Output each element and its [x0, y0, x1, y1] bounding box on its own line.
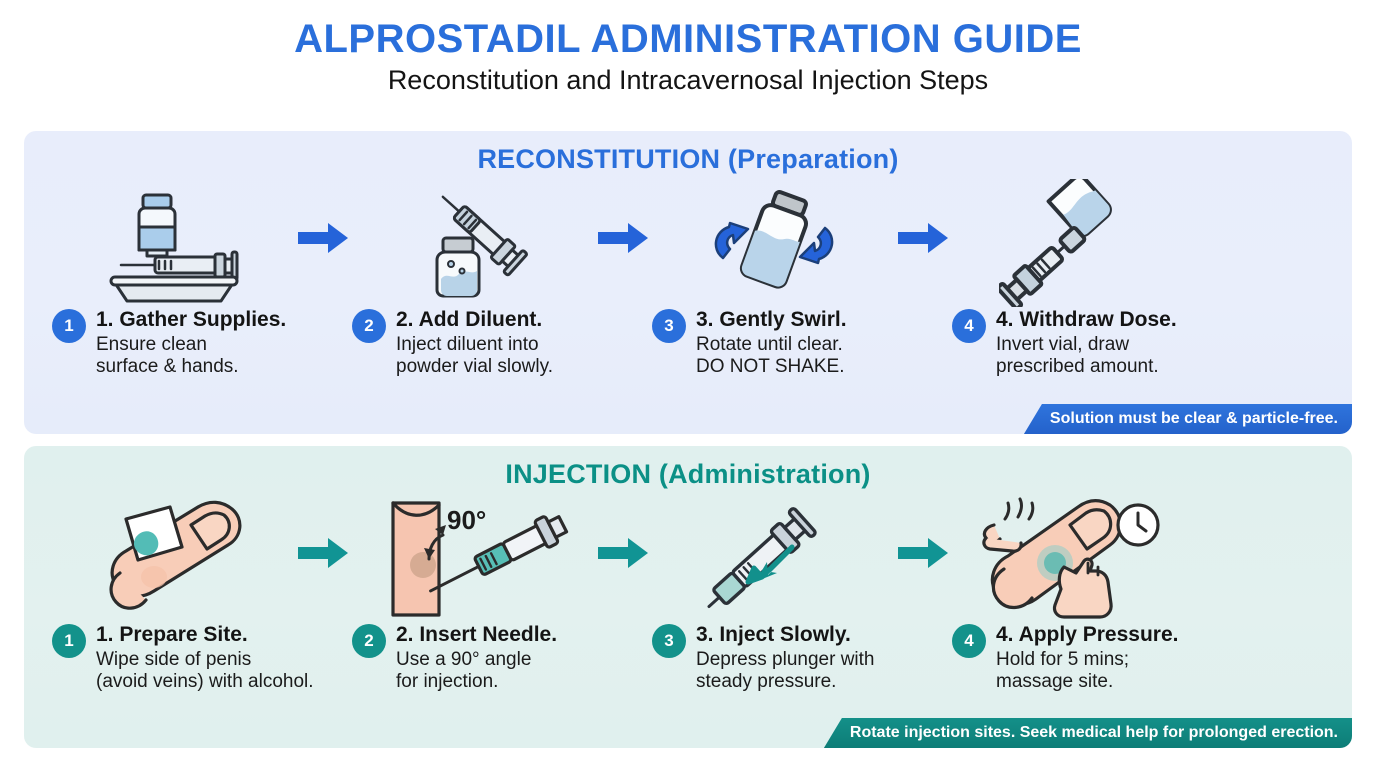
step-body: 1 1. Prepare Site. Wipe side of penis (a…	[24, 622, 324, 694]
syringe-depress-plunger-icon	[707, 507, 817, 609]
step-illustration	[624, 494, 924, 622]
arrow-right-icon	[296, 536, 350, 570]
steps-row-reconstitution: 1 1. Gather Supplies. Ensure clean surfa…	[24, 179, 1352, 379]
step-description: Ensure clean surface & hands.	[96, 333, 239, 378]
step-heading: 4. Withdraw Dose.	[996, 308, 1177, 331]
step-illustration: 90°	[324, 494, 624, 622]
step-illustration	[624, 179, 924, 307]
step-heading: 3. Inject Slowly.	[696, 623, 851, 646]
step-number-badge: 2	[352, 309, 386, 343]
needle-angle-icon: 90°	[391, 501, 569, 617]
step-number-badge: 4	[952, 309, 986, 343]
step-text: 4. Apply Pressure. Hold for 5 mins; mass…	[996, 622, 1178, 694]
step-number-badge: 1	[52, 624, 86, 658]
arrow-right-icon	[596, 536, 650, 570]
vial-syringe-tray-icon	[109, 193, 239, 303]
step-description: Hold for 5 mins; massage site.	[996, 648, 1130, 693]
panel-injection: INJECTION (Administration) 1	[24, 446, 1352, 748]
step-number-badge: 1	[52, 309, 86, 343]
step-number-badge: 3	[652, 309, 686, 343]
note-banner-injection: Rotate injection sites. Seek medical hel…	[823, 718, 1352, 748]
hand-pressure-clock-icon	[981, 497, 1160, 619]
step-heading: 4. Apply Pressure.	[996, 623, 1179, 646]
panel-reconstitution: RECONSTITUTION (Preparation)	[24, 131, 1352, 434]
step-description: Wipe side of penis (avoid veins) with al…	[96, 648, 314, 693]
page-title: ALPROSTADIL ADMINISTRATION GUIDE	[294, 17, 1082, 61]
step-illustration	[924, 494, 1224, 622]
step-number-badge: 3	[652, 624, 686, 658]
alcohol-wipe-site-icon	[109, 500, 242, 610]
syringe-into-vial-icon	[435, 195, 528, 298]
step-card: 4 4. Apply Pressure. Hold for 5 mins; ma…	[924, 494, 1224, 694]
page-header: ALPROSTADIL ADMINISTRATION GUIDE Reconst…	[0, 0, 1376, 96]
step-illustration	[24, 494, 324, 622]
note-banner-reconstitution: Solution must be clear & particle-free.	[1023, 404, 1352, 434]
step-card: 4 4. Withdraw Dose. Invert vial, draw pr…	[924, 179, 1224, 379]
step-heading: 2. Insert Needle.	[396, 623, 558, 646]
step-heading: 3. Gently Swirl.	[696, 308, 847, 331]
step-number-badge: 2	[352, 624, 386, 658]
step-text: 1. Gather Supplies. Ensure clean surface…	[96, 307, 286, 379]
step-number-badge: 4	[952, 624, 986, 658]
steps-row-injection: 1 1. Prepare Site. Wipe side of penis (a…	[24, 494, 1352, 694]
inverted-vial-withdraw-icon	[999, 179, 1112, 307]
step-illustration	[924, 179, 1224, 307]
step-body: 1 1. Gather Supplies. Ensure clean surfa…	[24, 307, 324, 379]
step-text: 2. Add Diluent. Inject diluent into powd…	[396, 307, 553, 379]
vial-rotate-arrows-icon	[714, 190, 834, 289]
step-card: 3 3. Gently Swirl. Rotate until clear. D…	[624, 179, 948, 379]
step-text: 1. Prepare Site. Wipe side of penis (avo…	[96, 622, 314, 694]
step-body: 3 3. Inject Slowly. Depress plunger with…	[624, 622, 924, 694]
step-card: 1 1. Prepare Site. Wipe side of penis (a…	[24, 494, 348, 694]
step-description: Rotate until clear. DO NOT SHAKE.	[696, 333, 845, 378]
step-heading: 1. Prepare Site.	[96, 623, 248, 646]
arrow-right-icon	[896, 221, 950, 255]
step-body: 2 2. Add Diluent. Inject diluent into po…	[324, 307, 624, 379]
arrow-right-icon	[896, 536, 950, 570]
step-text: 3. Inject Slowly. Depress plunger with s…	[696, 622, 874, 694]
step-text: 4. Withdraw Dose. Invert vial, draw pres…	[996, 307, 1177, 379]
panel-title-reconstitution: RECONSTITUTION (Preparation)	[477, 144, 899, 174]
arrow-right-icon	[596, 221, 650, 255]
step-heading: 2. Add Diluent.	[396, 308, 543, 331]
step-heading: 1. Gather Supplies.	[96, 308, 287, 331]
panel-title-injection: INJECTION (Administration)	[505, 459, 871, 489]
step-body: 4 4. Apply Pressure. Hold for 5 mins; ma…	[924, 622, 1224, 694]
step-body: 4 4. Withdraw Dose. Invert vial, draw pr…	[924, 307, 1224, 379]
step-body: 2 2. Insert Needle. Use a 90° angle for …	[324, 622, 624, 694]
angle-annotation-label: 90°	[447, 505, 486, 535]
step-card: 2 2. Add Diluent. Inject diluent into po…	[324, 179, 648, 379]
step-card: 3 3. Inject Slowly. Depress plunger with…	[624, 494, 948, 694]
step-description: Use a 90° angle for injection.	[396, 648, 532, 693]
step-text: 2. Insert Needle. Use a 90° angle for in…	[396, 622, 557, 694]
step-illustration	[24, 179, 324, 307]
step-description: Invert vial, draw prescribed amount.	[996, 333, 1159, 378]
step-text: 3. Gently Swirl. Rotate until clear. DO …	[696, 307, 847, 379]
step-description: Inject diluent into powder vial slowly.	[396, 333, 553, 378]
step-body: 3 3. Gently Swirl. Rotate until clear. D…	[624, 307, 924, 379]
step-card: 90° 2 2. Insert Needle. Use a 90° angle …	[324, 494, 648, 694]
step-illustration	[324, 179, 624, 307]
step-description: Depress plunger with steady pressure.	[696, 648, 875, 693]
page-subtitle: Reconstitution and Intracavernosal Injec…	[387, 65, 989, 95]
arrow-right-icon	[296, 221, 350, 255]
step-card: 1 1. Gather Supplies. Ensure clean surfa…	[24, 179, 348, 379]
